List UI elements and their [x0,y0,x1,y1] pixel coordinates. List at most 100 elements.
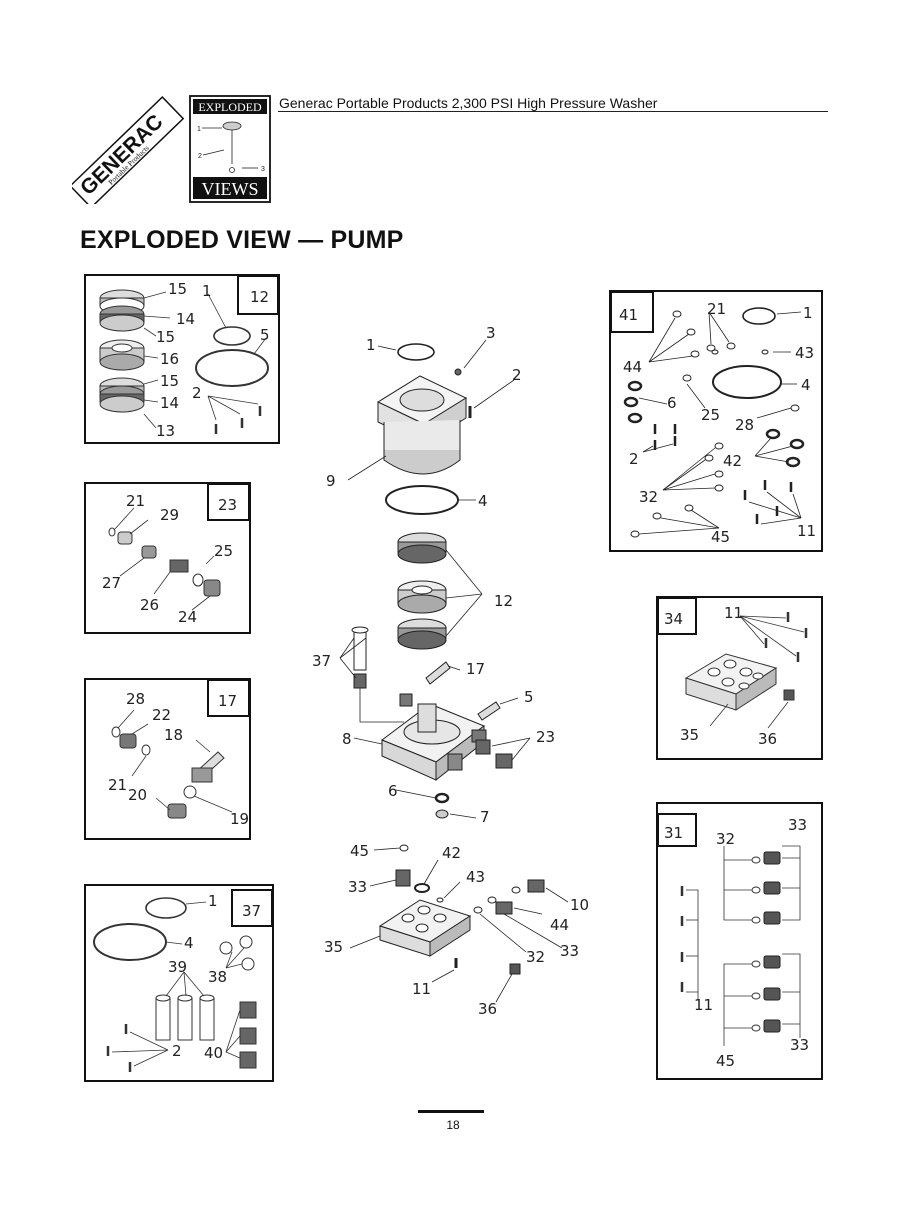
callout-33: 33 [790,1036,809,1054]
callout-26: 26 [140,596,159,614]
callout-3: 3 [486,324,496,342]
panel-tag: 31 [664,824,683,842]
callout-45: 45 [711,528,730,546]
callout-21: 21 [108,776,127,794]
panel-12: 12 [84,274,280,444]
panel-17: 17 28 22 18 21 20 19 [84,678,251,840]
callout-15: 15 [168,280,187,298]
page-title: EXPLODED VIEW — PUMP [80,226,404,254]
callout-28: 28 [735,416,754,434]
callout-11: 11 [412,980,431,998]
callout-36: 36 [478,1000,497,1018]
callout-11: 11 [694,996,713,1014]
panel-tag: 23 [218,496,237,514]
callout-44: 44 [623,358,642,376]
callout-33: 33 [788,816,807,834]
callout-12: 12 [494,592,513,610]
callout-29: 29 [160,506,179,524]
brand-text: GENERAC [76,110,168,199]
callout-35: 35 [324,938,343,956]
header-rule [278,111,828,112]
callout-1: 1 [803,304,813,322]
callout-7: 7 [480,808,490,826]
callout-14: 14 [176,310,195,328]
callout-21: 21 [126,492,145,510]
panel-31: 31 32 33 11 45 33 [656,802,823,1080]
callout-45: 45 [350,842,369,860]
callout-39: 39 [168,958,187,976]
panel-tag: 34 [664,610,683,628]
callout-13: 13 [156,422,175,440]
callout-11: 11 [797,522,816,540]
callout-45: 45 [716,1052,735,1070]
callout-28: 28 [126,690,145,708]
callout-32: 32 [716,830,735,848]
callout-24: 24 [178,608,197,626]
callout-5: 5 [524,688,534,706]
svg-text:2: 2 [198,153,202,160]
panel-tag: 41 [619,306,638,324]
callout-43: 43 [466,868,485,886]
callout-1: 1 [208,892,218,910]
callout-42: 42 [442,844,461,862]
callout-1: 1 [366,336,376,354]
page-number: 18 [446,1118,460,1132]
main-exploded-pump: 1 3 2 9 4 12 37 17 5 8 23 6 7 45 42 33 4… [300,310,610,1030]
callout-11: 11 [724,604,743,622]
callout-16: 16 [160,350,179,368]
callout-25: 25 [701,406,720,424]
panel-41: 41 [609,290,823,552]
callout-36: 36 [758,730,777,748]
callout-19: 19 [230,810,249,828]
callout-33: 33 [560,942,579,960]
callout-4: 4 [478,492,488,510]
callout-4: 4 [801,376,811,394]
callout-20: 20 [128,786,147,804]
callout-1: 1 [202,282,212,300]
badge-parts-icon [202,121,258,173]
callout-32: 32 [526,948,545,966]
callout-40: 40 [204,1044,223,1062]
callout-6: 6 [667,394,677,412]
footer-rule [418,1110,484,1113]
callout-35: 35 [680,726,699,744]
callout-2: 2 [512,366,522,384]
svg-text:3: 3 [261,166,265,173]
panel-tag: 17 [218,692,237,710]
callout-43: 43 [795,344,814,362]
panel-34: 34 11 35 36 [656,596,823,760]
badge-top-text: EXPLODED [198,100,262,114]
callout-22: 22 [152,706,171,724]
callout-21: 21 [707,300,726,318]
badge-bottom-text: VIEWS [202,179,259,199]
callout-5: 5 [260,326,270,344]
generac-logo: GENERAC Portable Products EXPLODED VIEWS… [69,92,272,209]
callout-37: 37 [312,652,331,670]
panel-23: 23 21 29 25 27 26 24 [84,482,251,634]
callout-2: 2 [629,450,639,468]
callout-10: 10 [570,896,589,914]
callout-14: 14 [160,394,179,412]
callout-4: 4 [184,934,194,952]
callout-6: 6 [388,782,398,800]
callout-2: 2 [172,1042,182,1060]
callout-38: 38 [208,968,227,986]
callout-44: 44 [550,916,569,934]
header-title: Generac Portable Products 2,300 PSI High… [279,95,658,111]
callout-23: 23 [536,728,555,746]
panel-37: 37 1 4 39 38 40 [84,884,274,1082]
callout-42: 42 [723,452,742,470]
callout-8: 8 [342,730,352,748]
panel-tag: 37 [242,902,261,920]
callout-15: 15 [160,372,179,390]
callout-27: 27 [102,574,121,592]
callout-33: 33 [348,878,367,896]
callout-18: 18 [164,726,183,744]
callout-17: 17 [466,660,485,678]
callout-15: 15 [156,328,175,346]
svg-text:1: 1 [197,126,201,133]
callout-25: 25 [214,542,233,560]
callout-9: 9 [326,472,336,490]
callout-2: 2 [192,384,202,402]
callout-32: 32 [639,488,658,506]
